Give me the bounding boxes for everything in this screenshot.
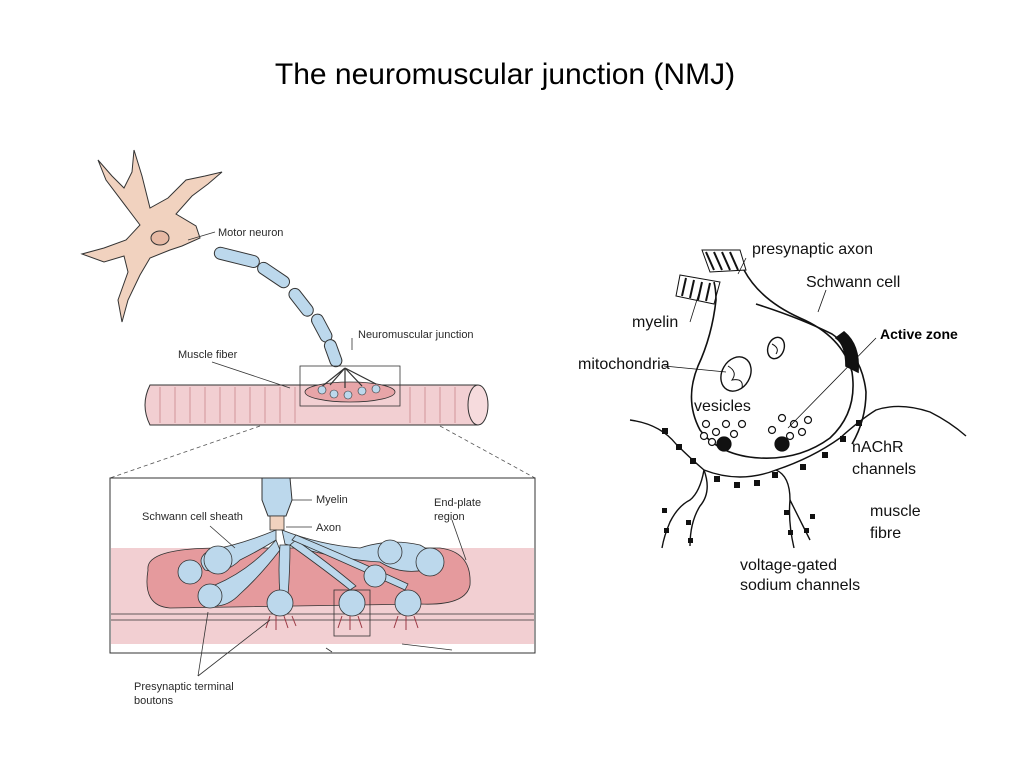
right-diagram: presynaptic axon Schwann cell Active zon…: [578, 241, 967, 594]
myelin-stubs: [675, 249, 747, 305]
nachr-channels: [662, 420, 862, 488]
label-vesicles: vesicles: [694, 398, 751, 415]
label-schwann-cell: Schwann cell: [806, 274, 900, 291]
slide-title: The neuromuscular junction (NMJ): [274, 58, 736, 91]
label-neuromuscular-junction: Neuromuscular junction: [358, 329, 474, 341]
label-nachr-line1: nAChR: [852, 439, 904, 456]
label-myelin-right: myelin: [632, 314, 678, 331]
label-end-plate-line2: region: [434, 511, 465, 523]
label-muscle-fiber: Muscle fiber: [178, 349, 238, 361]
voltage-gated-channels: [662, 508, 815, 543]
label-presynaptic-axon: presynaptic axon: [752, 241, 873, 258]
muscle-membrane: [629, 405, 967, 549]
label-active-zone: Active zone: [880, 326, 958, 342]
vesicles: [699, 413, 813, 452]
label-end-plate-line1: End-plate: [434, 497, 481, 509]
label-vg-line2: sodium channels: [740, 577, 860, 594]
right-leaders: [663, 257, 877, 429]
label-mitochondria: mitochondria: [578, 356, 670, 373]
label-presynaptic-line1: Presynaptic terminal: [134, 681, 234, 693]
motor-axon: [213, 246, 343, 368]
label-axon: Axon: [316, 522, 341, 534]
label-myelin-left: Myelin: [316, 494, 348, 506]
label-vg-line1: voltage-gated: [740, 557, 837, 574]
motor-neuron: [80, 149, 223, 323]
inset-enlargement: [109, 477, 536, 654]
muscle-fiber: [144, 365, 489, 426]
label-motor-neuron: Motor neuron: [218, 227, 283, 239]
left-diagram: Motor neuron Neuromuscular junction Musc…: [80, 149, 536, 707]
label-schwann-cell-sheath: Schwann cell sheath: [142, 511, 243, 523]
left-leaders: [187, 231, 467, 677]
zoom-lines: [109, 425, 536, 479]
label-muscle-line1: muscle: [870, 503, 921, 520]
mitochondria: [720, 336, 786, 392]
label-nachr-line2: channels: [852, 461, 916, 478]
label-muscle-line2: fibre: [870, 525, 901, 542]
label-presynaptic-line2: boutons: [134, 695, 174, 707]
